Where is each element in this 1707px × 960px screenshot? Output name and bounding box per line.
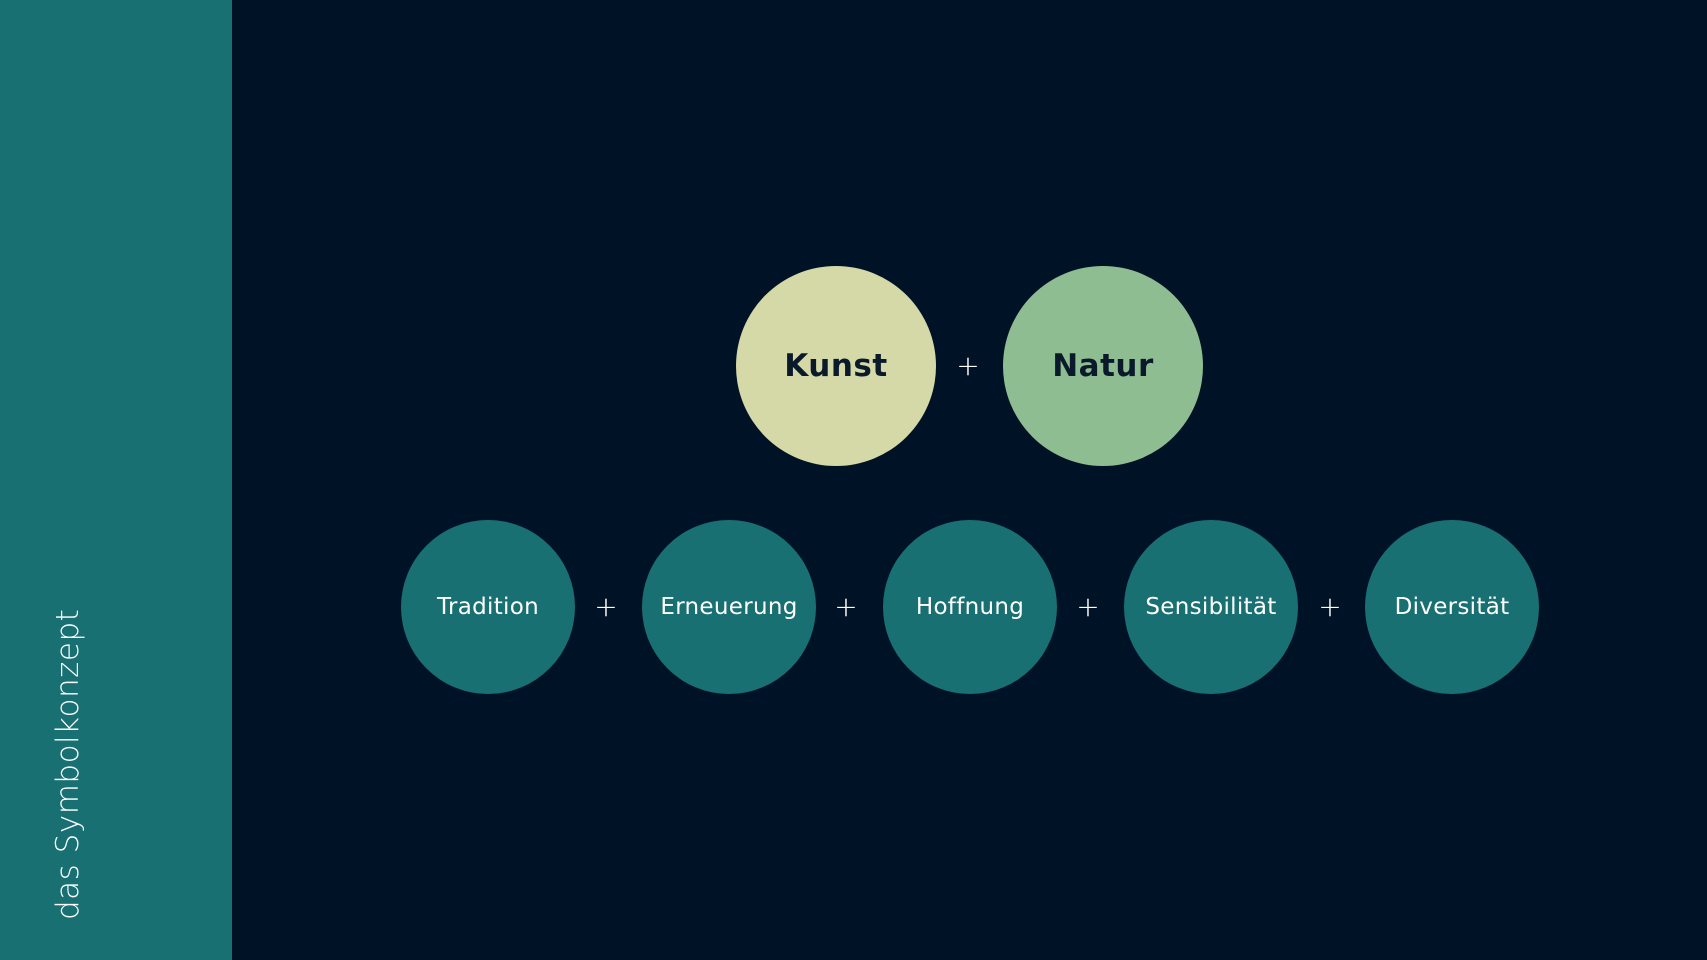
circle-natur: Natur xyxy=(1003,266,1203,466)
circle-kunst: Kunst xyxy=(736,266,936,466)
circle-sensibilitaet: Sensibilität xyxy=(1124,520,1298,694)
sidebar: das Symbolkonzept xyxy=(0,0,232,960)
circle-label-erneuerung: Erneuerung xyxy=(660,594,798,620)
circle-label-natur: Natur xyxy=(1052,348,1154,384)
circle-tradition: Tradition xyxy=(401,520,575,694)
plus-sign: + xyxy=(1318,590,1342,623)
sidebar-title: das Symbolkonzept xyxy=(50,608,86,920)
circle-hoffnung: Hoffnung xyxy=(883,520,1057,694)
plus-sign: + xyxy=(1076,590,1100,623)
plus-sign: + xyxy=(956,349,980,382)
circle-diversitaet: Diversität xyxy=(1365,520,1539,694)
circle-label-tradition: Tradition xyxy=(437,594,539,620)
circle-label-diversitaet: Diversität xyxy=(1394,594,1510,620)
circle-label-kunst: Kunst xyxy=(784,348,888,384)
circle-erneuerung: Erneuerung xyxy=(642,520,816,694)
plus-sign: + xyxy=(594,590,618,623)
circle-label-hoffnung: Hoffnung xyxy=(915,594,1025,620)
plus-sign: + xyxy=(834,590,858,623)
circle-label-sensibilitaet: Sensibilität xyxy=(1145,594,1277,620)
